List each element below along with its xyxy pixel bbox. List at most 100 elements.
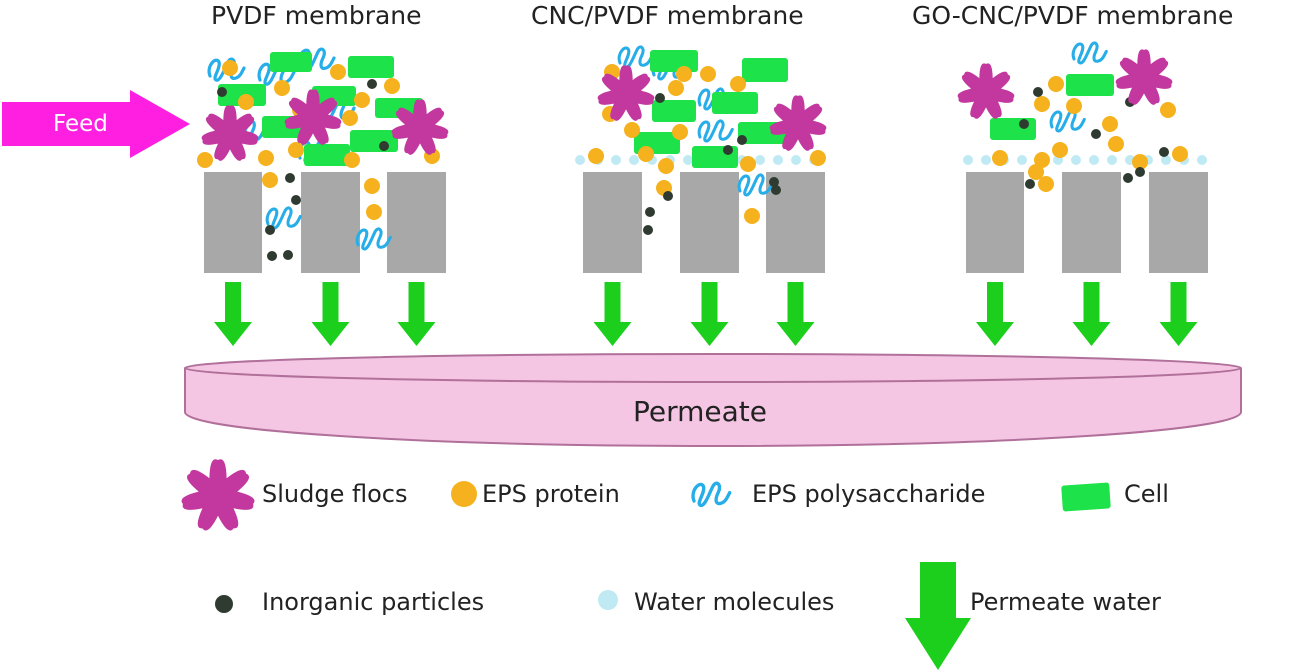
eps-protein-icon [384, 78, 400, 94]
water-molecule-icon [575, 155, 585, 165]
permeate-water-arrow-icon [311, 282, 350, 346]
water-molecule-icon [1107, 155, 1117, 165]
eps-protein-icon [730, 76, 746, 92]
eps-protein-icon [342, 110, 358, 126]
membrane-title-cnc-pvdf: CNC/PVDF membrane [531, 1, 804, 30]
cell-icon [348, 56, 394, 78]
sludge-floc-icon [201, 105, 259, 161]
inorganic-particle-icon [367, 79, 377, 89]
eps-protein-icon [1102, 116, 1118, 132]
permeate-water-arrow-icon [976, 282, 1014, 346]
legend-label-water-molecules: Water molecules [634, 588, 835, 616]
eps-protein-icon [810, 150, 826, 166]
feed-arrow-icon [2, 90, 190, 158]
inorganic-particle-icon [265, 225, 275, 235]
inorganic-particle-icon [723, 145, 733, 155]
permeate-water-arrow-icon [690, 282, 729, 346]
eps-protein-icon [288, 142, 304, 158]
water-molecule-icon [611, 155, 621, 165]
membrane-title-go-cnc-pvdf: GO-CNC/PVDF membrane [912, 1, 1234, 30]
eps-protein-icon [1066, 98, 1082, 114]
permeate-water-arrow-icon [1159, 282, 1198, 346]
cell-icon [304, 144, 350, 166]
water-molecule-icon [963, 155, 973, 165]
legend-water-molecule-icon [598, 590, 618, 610]
cell-icon [350, 130, 398, 152]
permeate-water-arrow-icon [214, 282, 252, 346]
sludge-floc-icon [1115, 49, 1173, 105]
eps-protein-icon [354, 92, 370, 108]
permeate-dish-wall [184, 368, 1242, 447]
eps-protein-icon [744, 208, 760, 224]
eps-polysaccharide-icon [697, 119, 734, 143]
water-molecule-icon [791, 155, 801, 165]
cell-icon [650, 50, 698, 72]
eps-polysaccharide-icon [737, 173, 774, 197]
membrane-block-1-2 [301, 172, 360, 273]
eps-polysaccharide-icon [1071, 41, 1108, 65]
eps-polysaccharide-icon [265, 206, 302, 230]
eps-polysaccharide-icon [617, 45, 654, 69]
legend-inorganic-particle-icon [215, 595, 233, 613]
eps-protein-icon [1132, 154, 1148, 170]
water-molecule-icon [1197, 155, 1207, 165]
inorganic-particle-icon [291, 195, 301, 205]
membrane-block-3-2 [1062, 172, 1121, 273]
cell-icon [1061, 482, 1111, 512]
membrane-block-3-1 [966, 172, 1024, 273]
eps-protein-icon [1034, 96, 1050, 112]
cell-icon [218, 84, 266, 106]
membrane-block-3-3 [1149, 172, 1208, 273]
inorganic-particle-icon [1123, 173, 1133, 183]
sludge-floc-icon [391, 99, 449, 155]
eps-protein-icon [1108, 136, 1124, 152]
eps-protein-icon [222, 60, 238, 76]
inorganic-particle-icon [1033, 87, 1043, 97]
eps-protein-icon [197, 152, 213, 168]
water-molecule-icon [1071, 155, 1081, 165]
permeate-dish-rim [184, 353, 1242, 383]
cell-icon [270, 52, 312, 72]
legend-label-sludge-flocs: Sludge flocs [262, 480, 408, 508]
cell-icon [990, 118, 1036, 140]
cell-icon [712, 92, 758, 114]
legend-label-cell: Cell [1124, 480, 1169, 508]
inorganic-particle-icon [1159, 147, 1169, 157]
sludge-floc-icon [597, 65, 655, 121]
inorganic-particle-icon [645, 207, 655, 217]
inorganic-particle-icon [217, 87, 227, 97]
cell-icon [312, 86, 356, 106]
eps-protein-icon [262, 172, 278, 188]
eps-protein-icon [364, 178, 380, 194]
inorganic-particle-icon [1091, 129, 1101, 139]
eps-protein-icon [624, 122, 640, 138]
sludge-floc-icon [181, 459, 255, 531]
eps-protein-icon [588, 148, 604, 164]
eps-protein-icon [344, 152, 360, 168]
inorganic-particle-icon [643, 225, 653, 235]
eps-protein-icon [638, 146, 654, 162]
eps-protein-icon [330, 64, 346, 80]
water-molecule-icon [755, 155, 765, 165]
water-molecule-icon [1017, 155, 1027, 165]
permeate-water-arrow-icon [905, 562, 971, 670]
legend-label-eps-polysaccharide: EPS polysaccharide [752, 480, 986, 508]
eps-polysaccharide-icon [691, 481, 732, 508]
permeate-water-arrow-icon [776, 282, 815, 346]
eps-protein-icon [676, 66, 692, 82]
eps-protein-icon [1038, 176, 1054, 192]
eps-protein-icon [1048, 76, 1064, 92]
membrane-block-1-3 [387, 172, 446, 273]
membrane-block-2-2 [680, 172, 739, 273]
inorganic-particle-icon [737, 135, 747, 145]
inorganic-particle-icon [283, 250, 293, 260]
eps-protein-icon [274, 80, 290, 96]
legend-label-inorganic-particles: Inorganic particles [262, 588, 485, 616]
legend-label-permeate-water: Permeate water [970, 588, 1161, 616]
inorganic-particle-icon [663, 191, 673, 201]
eps-protein-icon [672, 124, 688, 140]
cell-icon [742, 58, 788, 82]
water-molecule-icon [629, 155, 639, 165]
water-molecule-icon [1089, 155, 1099, 165]
